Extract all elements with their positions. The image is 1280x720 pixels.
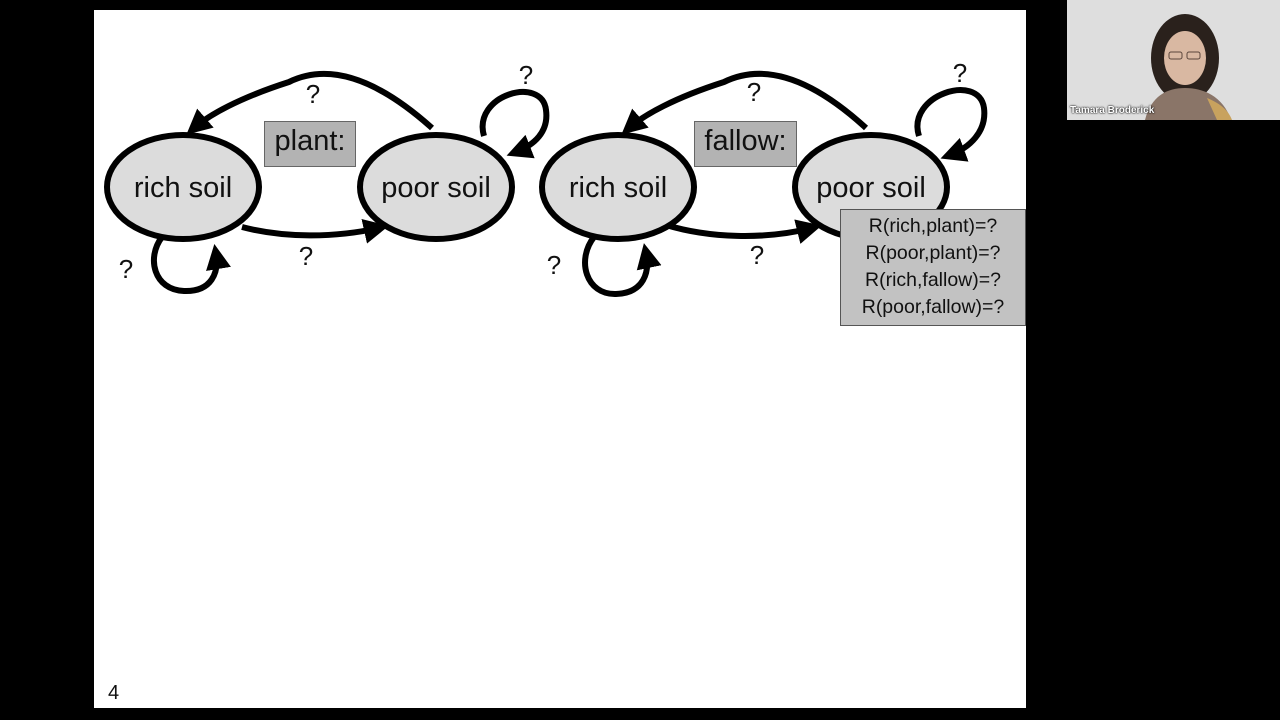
reward-rich-plant: R(rich,plant)=? — [868, 215, 998, 237]
plant-label-rich-soil: rich soil — [134, 172, 232, 204]
reward-box: R(rich,plant)=? R(poor,plant)=? R(rich,f… — [840, 209, 1026, 326]
plant-prob-poor-to-rich: ? — [306, 79, 320, 109]
fallow-arrow-poor-to-rich — [621, 70, 869, 135]
plant-prob-rich-self: ? — [119, 254, 133, 284]
plant-prob-poor-self: ? — [519, 60, 533, 90]
fallow-diagram: rich soil poor soil ? ? ? ? — [539, 58, 988, 298]
fallow-prob-rich-self: ? — [547, 250, 561, 280]
fallow-self-loop-rich — [582, 235, 662, 298]
fallow-label-rich-soil: rich soil — [569, 172, 667, 204]
fallow-label-poor-soil: poor soil — [816, 172, 926, 204]
plant-label-poor-soil: poor soil — [381, 172, 491, 204]
plant-arrow-rich-to-poor — [241, 218, 389, 244]
plant-self-loop-poor — [479, 89, 550, 159]
presentation-slide: rich soil poor soil ? ? ? ? rich soil po… — [94, 10, 1026, 708]
plant-arrow-poor-to-rich — [186, 70, 435, 135]
plant-node-poor-soil — [357, 132, 515, 242]
fallow-arrow-rich-to-poor — [665, 219, 822, 244]
webcam-thumbnail[interactable]: Tamara Broderick — [1067, 0, 1280, 120]
fallow-prob-rich-to-poor: ? — [750, 240, 764, 270]
fallow-prob-poor-to-rich: ? — [747, 77, 761, 107]
mdp-diagrams: rich soil poor soil ? ? ? ? rich soil po… — [104, 58, 988, 298]
plant-node-rich-soil — [104, 132, 262, 242]
plant-action-label: plant: — [264, 121, 356, 167]
slide-number: 4 — [108, 682, 120, 704]
fallow-action-label: fallow: — [694, 121, 797, 167]
fallow-node-rich-soil — [539, 132, 697, 242]
reward-rich-fallow: R(rich,fallow)=? — [865, 269, 1001, 291]
reward-poor-fallow: R(poor,fallow)=? — [861, 296, 1005, 318]
fallow-self-loop-poor — [914, 87, 988, 162]
reward-poor-plant: R(poor,plant)=? — [865, 242, 1001, 264]
participant-video-icon — [1067, 0, 1280, 120]
plant-diagram: rich soil poor soil ? ? ? ? — [104, 60, 550, 295]
participant-name: Tamara Broderick — [1070, 105, 1155, 116]
plant-self-loop-rich — [151, 235, 231, 295]
fallow-prob-poor-self: ? — [953, 58, 967, 88]
plant-prob-rich-to-poor: ? — [299, 241, 313, 271]
